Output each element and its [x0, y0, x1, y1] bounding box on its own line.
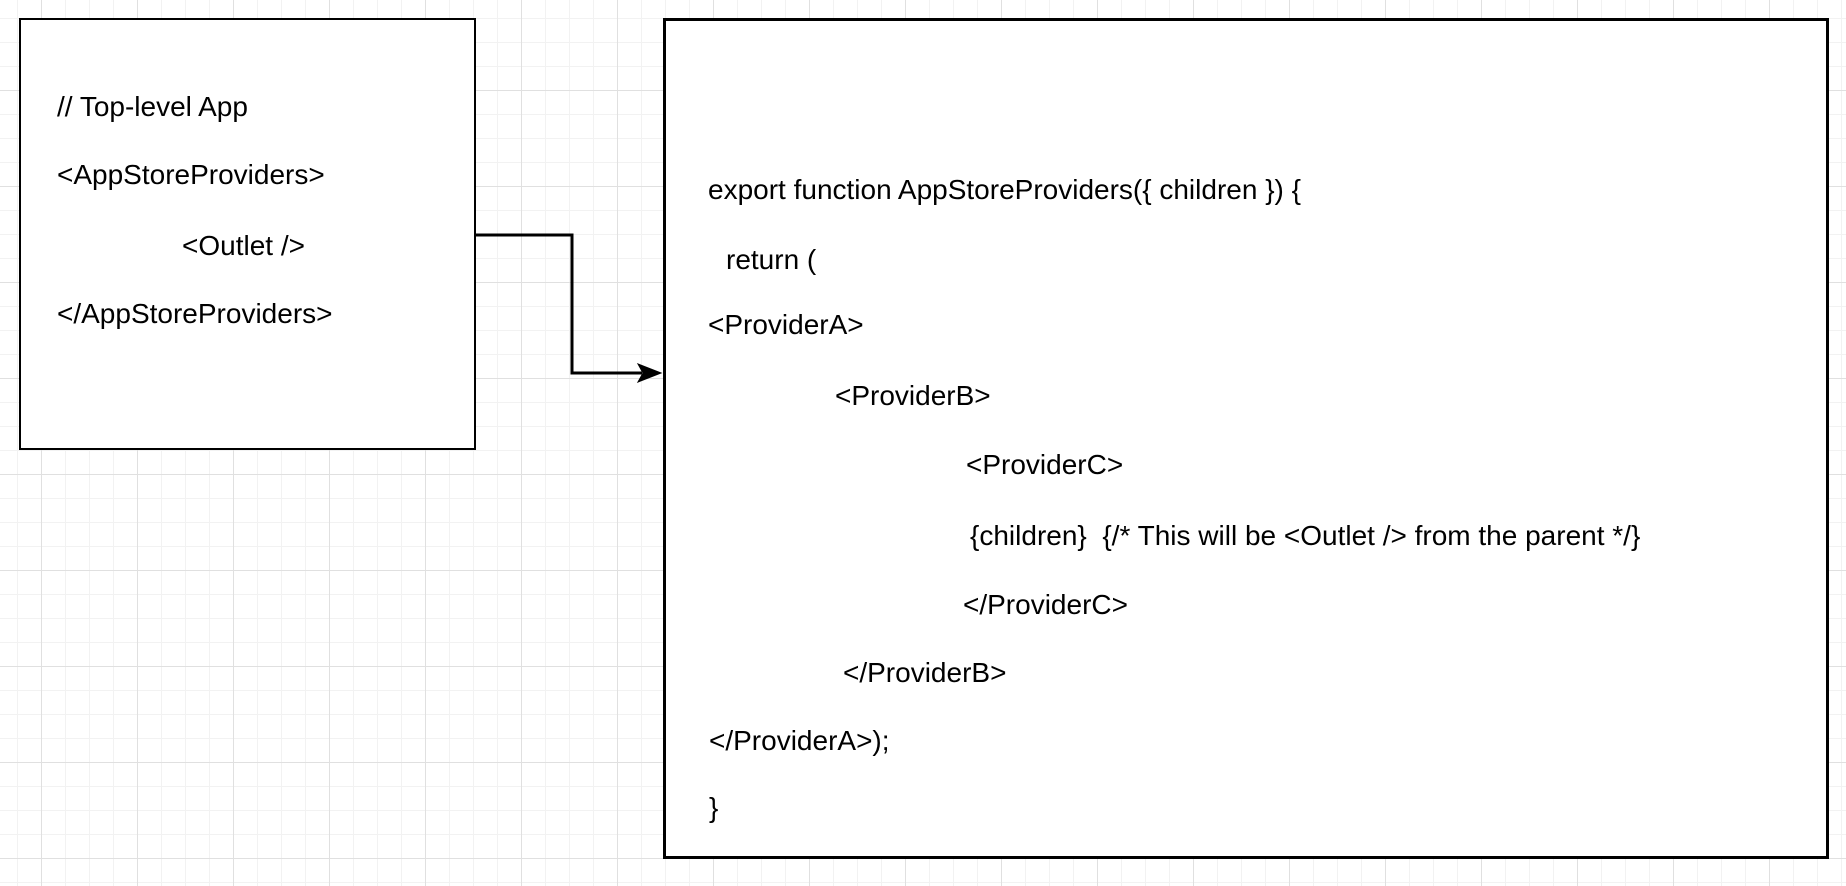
code-line: <AppStoreProviders>: [57, 159, 325, 191]
code-line: <ProviderB>: [835, 380, 991, 412]
code-line: export function AppStoreProviders({ chil…: [708, 174, 1302, 206]
code-line: </ProviderC>: [963, 589, 1128, 621]
code-line: </ProviderA>);: [709, 725, 890, 757]
code-line: <Outlet />: [182, 230, 305, 262]
code-line: // Top-level App: [57, 91, 248, 123]
arrow-head-icon: [636, 363, 663, 383]
code-line: }: [709, 792, 719, 824]
provider-implementation-box[interactable]: export function AppStoreProviders({ chil…: [663, 18, 1829, 859]
code-line: </ProviderB>: [843, 657, 1007, 689]
code-line: <ProviderA>: [708, 309, 864, 341]
arrow-line: [476, 233, 642, 375]
code-line: {children} {/* This will be <Outlet /> f…: [970, 520, 1641, 552]
code-line: </AppStoreProviders>: [57, 298, 333, 330]
code-line: <ProviderC>: [966, 449, 1124, 481]
code-line: return (: [726, 244, 817, 276]
top-level-app-box[interactable]: // Top-level App <AppStoreProviders> <Ou…: [19, 18, 476, 450]
